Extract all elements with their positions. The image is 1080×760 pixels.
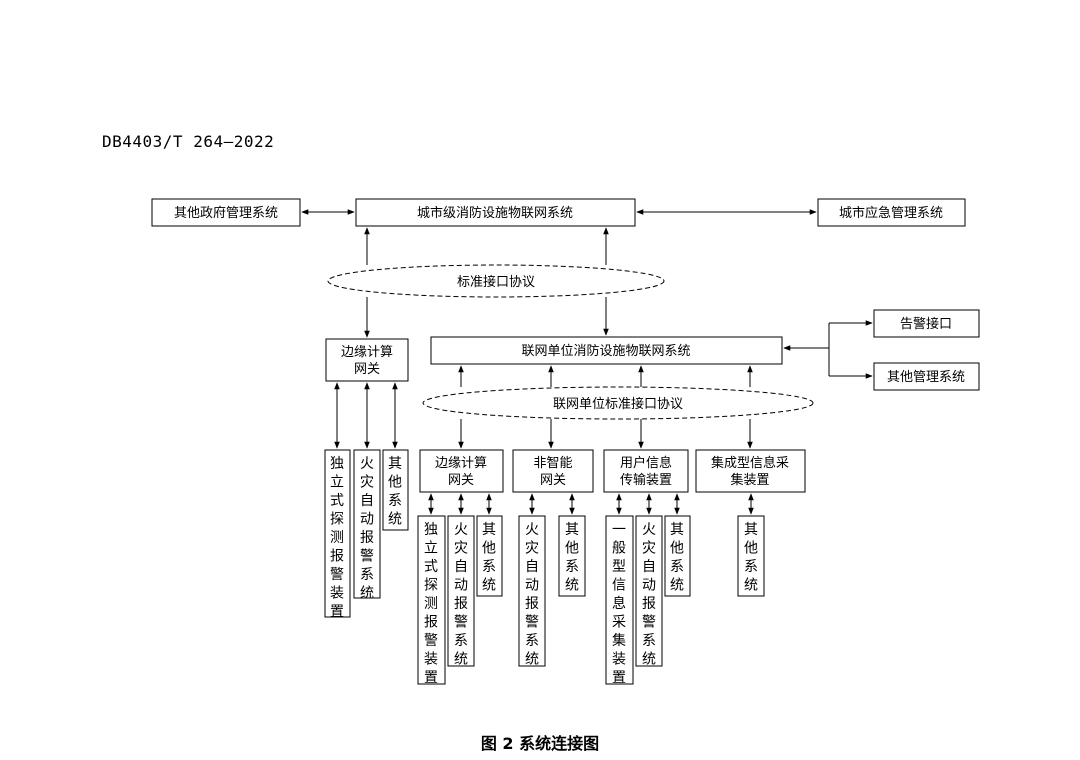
- v12-label: 其他系统: [744, 522, 758, 594]
- v6-box: [476, 515, 503, 597]
- nonsmart-gateway-label-1: 非智能: [533, 456, 572, 471]
- integrated-device-label-1: 集成型信息采: [711, 455, 789, 471]
- integrated-device-box: [695, 449, 806, 493]
- v8-label: 其他系统: [565, 522, 579, 594]
- v2-label: 火灾自动报警系统: [360, 456, 374, 602]
- v1-label: 独立式探测报警装置: [330, 456, 344, 620]
- v4-label: 独立式探测报警装置: [424, 522, 438, 686]
- user-tx-device-label-2: 传输装置: [620, 472, 672, 488]
- alarm-interface-box: [873, 309, 980, 338]
- nonsmart-gateway-box: [512, 449, 594, 493]
- v11-box: [664, 515, 691, 597]
- city-iot-box: [355, 198, 636, 227]
- v10-box: [635, 515, 663, 667]
- edge-gateway-2-box: [419, 449, 504, 493]
- city-emergency-label: 城市应急管理系统: [839, 205, 943, 221]
- nonsmart-gateway-label-2: 网关: [540, 473, 566, 488]
- v12-box: [737, 515, 765, 597]
- std-protocol-label: 标准接口协议: [457, 274, 535, 290]
- figure-caption: 图 2 系统连接图: [480, 734, 600, 753]
- v4-box: [417, 515, 446, 685]
- v6-label: 其他系统: [482, 522, 496, 594]
- unit-std-protocol-label: 联网单位标准接口协议: [553, 396, 683, 412]
- v5-label: 火灾自动报警系统: [454, 522, 468, 668]
- other-mgmt-label: 其他管理系统: [887, 370, 965, 385]
- v11-label: 其他系统: [670, 522, 684, 594]
- user-tx-device-label-1: 用户信息: [620, 455, 672, 471]
- unit-std-protocol-ellipse: [422, 386, 814, 420]
- edge-gateway-2-label-2: 网关: [448, 473, 474, 488]
- integrated-device-label-2: 集装置: [730, 472, 769, 488]
- edge-gateway-top-box: [325, 338, 409, 382]
- edge-gateway-top-label-1: 边缘计算: [341, 345, 393, 360]
- v5-box: [447, 515, 475, 667]
- other-mgmt-box: [873, 362, 980, 391]
- alarm-interface-label: 告警接口: [900, 316, 952, 332]
- v8-box: [558, 515, 586, 597]
- edge-gateway-2-label-1: 边缘计算: [435, 456, 487, 471]
- other-gov-mgmt-label: 其他政府管理系统: [174, 206, 278, 221]
- user-tx-device-box: [603, 449, 689, 493]
- city-emergency-box: [817, 198, 966, 227]
- unit-iot-label: 联网单位消防设施物联网系统: [521, 343, 690, 359]
- v10-label: 火灾自动报警系统: [642, 522, 656, 668]
- std-protocol-ellipse: [327, 264, 665, 298]
- v2-box: [353, 449, 381, 599]
- v7-box: [518, 515, 546, 667]
- other-gov-mgmt-box: [151, 198, 301, 227]
- v3-box: [382, 449, 409, 531]
- v9-box: [605, 515, 634, 685]
- v7-label: 火灾自动报警系统: [525, 522, 539, 668]
- v9-label: 一般型信息采集装置: [612, 522, 626, 686]
- city-iot-label: 城市级消防设施物联网系统: [417, 205, 573, 221]
- edge-gateway-top-label-2: 网关: [354, 362, 380, 377]
- v1-box: [324, 449, 351, 618]
- v3-label: 其他系统: [388, 456, 402, 528]
- unit-iot-box: [430, 336, 783, 365]
- document-code: DB4403/T 264—2022: [102, 132, 275, 151]
